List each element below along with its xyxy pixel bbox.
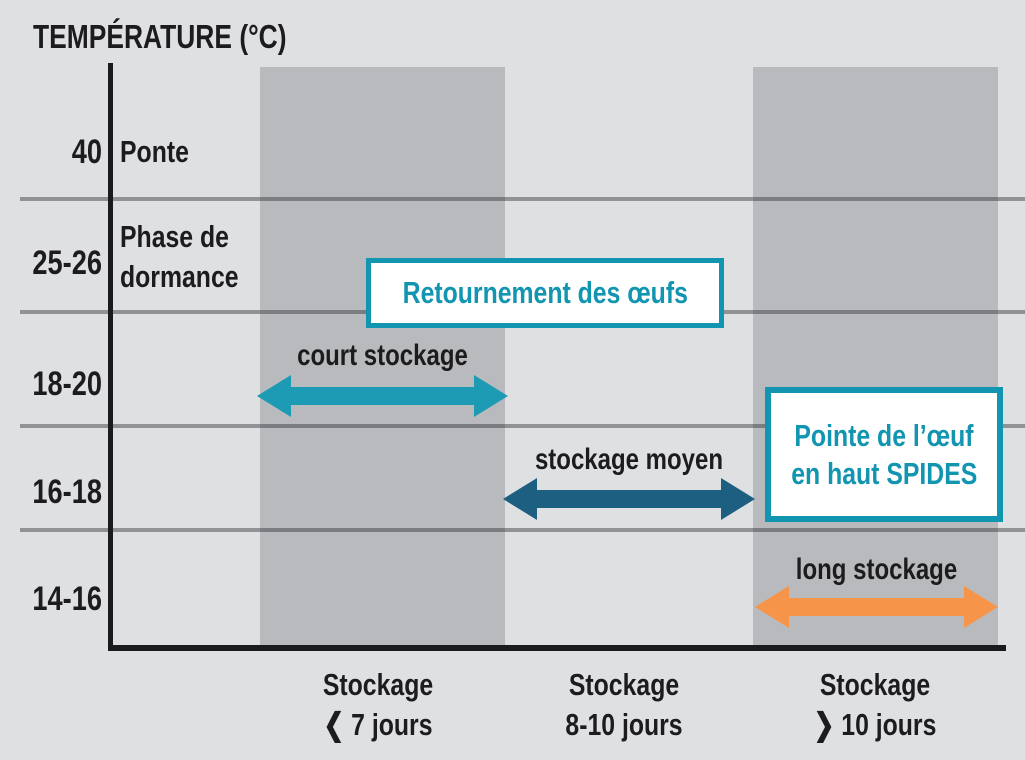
- y-axis-line: [108, 63, 113, 651]
- egg-turning-callout: Retournement des œufs: [366, 258, 724, 328]
- medium-storage-label: stockage moyen: [534, 443, 724, 476]
- short-storage-arrow-shape: [257, 375, 508, 417]
- gridline: [20, 424, 1025, 428]
- spides-callout: Pointe de l’œuf en haut SPIDES: [765, 387, 1003, 522]
- y-tick-40: 40: [71, 133, 102, 171]
- chart-title-text: TEMPÉRATURE (°C): [33, 18, 287, 55]
- long-storage-arrow: [755, 586, 998, 628]
- y-tick-14-16: 14-16: [32, 580, 102, 618]
- x-label-storage-under-7-days: Stockage ❮ 7 jours: [322, 667, 434, 742]
- row-label-ponte: Ponte: [120, 134, 189, 169]
- gridline: [20, 528, 1025, 532]
- short-storage-label: court stockage: [297, 339, 468, 372]
- short-storage-arrow: [257, 375, 508, 417]
- column-band-short-storage: [260, 67, 505, 645]
- long-storage-label: long stockage: [795, 553, 958, 586]
- medium-storage-arrow: [503, 478, 755, 520]
- gridline: [20, 197, 1025, 201]
- egg-turning-callout-text: Retournement des œufs: [402, 275, 688, 310]
- medium-storage-arrow-shape: [503, 478, 755, 520]
- row-label-phase-dormance: Phase de dormance: [120, 219, 239, 294]
- spides-callout-line1: Pointe de l’œuf: [794, 417, 974, 453]
- x-label-storage-over-10-days: Stockage ❯ 10 jours: [813, 667, 937, 742]
- chart-title: TEMPÉRATURE (°C): [33, 17, 350, 57]
- x-label-storage-8-10-days: Stockage 8-10 jours: [565, 667, 683, 742]
- y-tick-25-26: 25-26: [32, 244, 102, 282]
- y-tick-18-20: 18-20: [32, 365, 102, 403]
- y-tick-16-18: 16-18: [32, 473, 102, 511]
- column-band-long-storage: [753, 67, 998, 645]
- spides-callout-line2: en haut SPIDES: [790, 455, 978, 491]
- long-storage-arrow-shape: [755, 586, 998, 628]
- x-axis-line: [108, 645, 1006, 651]
